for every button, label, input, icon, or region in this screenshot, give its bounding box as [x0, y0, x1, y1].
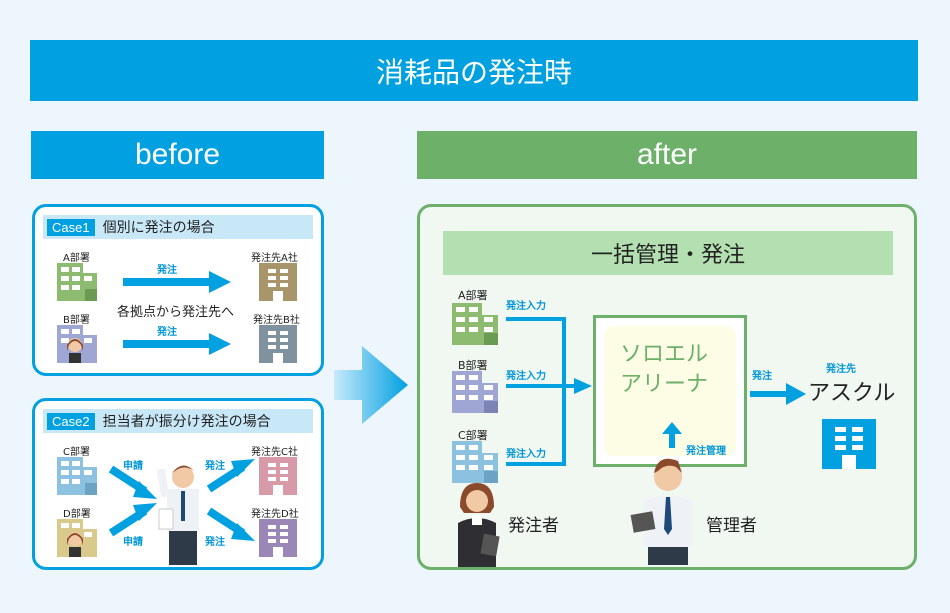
- system-name-line1: ソロエル: [620, 342, 709, 367]
- case1-title-bar: Case1 個別に発注の場合: [43, 215, 313, 239]
- supplier-caption: 発注先: [826, 364, 856, 375]
- order-label: 発注: [752, 371, 772, 382]
- dept-c-label: C部署: [63, 447, 90, 458]
- orderer-person-icon: [458, 483, 500, 567]
- input-flow-connector: [506, 317, 592, 466]
- arrow-right-icon: [123, 271, 231, 293]
- person-confused-icon: [156, 465, 199, 565]
- case1-tag: Case1: [47, 218, 95, 236]
- before-header: before: [31, 131, 324, 179]
- supplier-a-label: 発注先A社: [251, 253, 298, 264]
- after-dept-a-label: A部署: [458, 289, 488, 302]
- request-label-2: 申請: [123, 537, 143, 548]
- building-icon-violet: [259, 519, 297, 557]
- case2-panel: Case2 担当者が振分け発注の場合 C部署 D部署 申請 申請 発注 発注 発…: [32, 398, 324, 570]
- after-header: after: [417, 131, 917, 179]
- building-icon-lightblue: [452, 441, 498, 483]
- order-label-2: 発注: [157, 327, 177, 338]
- building-icon-lightblue: [57, 457, 97, 495]
- case1-title: 個別に発注の場合: [102, 220, 215, 236]
- manage-label: 発注管理: [686, 446, 726, 457]
- case2-title: 担当者が振分け発注の場合: [102, 414, 271, 430]
- building-icon-purple: [452, 371, 498, 413]
- building-icon-blue: [822, 419, 876, 469]
- supplier-d-label: 発注先D社: [251, 509, 299, 520]
- building-icon-gray: [259, 325, 297, 363]
- order-label-3: 発注: [205, 461, 225, 472]
- arrow-diagonal-down-icon: [207, 507, 255, 541]
- manager-person-icon: [630, 458, 692, 565]
- after-subtitle: 一括管理・発注: [443, 231, 893, 275]
- arrow-right-icon: [123, 333, 231, 355]
- dept-a-label: A部署: [63, 253, 90, 264]
- request-label-1: 申請: [123, 461, 143, 472]
- input-label-b: 発注入力: [506, 371, 546, 382]
- before-to-after-arrow-icon: [334, 346, 408, 424]
- page-title: 消耗品の発注時: [30, 40, 918, 101]
- supplier-b-label: 発注先B社: [253, 315, 300, 326]
- supplier-c-label: 発注先C社: [251, 447, 298, 458]
- after-panel: 一括管理・発注 A部署 B部署 C部署 発注入力 発注入力 発注入力 ソロエル …: [417, 204, 917, 570]
- input-label-a: 発注入力: [506, 301, 546, 312]
- order-label-1: 発注: [157, 265, 177, 276]
- supplier-name: アスクル: [808, 381, 896, 406]
- arrow-diagonal-up-icon: [109, 503, 157, 537]
- system-name: ソロエル アリーナ: [620, 340, 708, 400]
- system-name-line2: アリーナ: [620, 372, 709, 397]
- system-inner: ソロエル アリーナ 発注管理: [604, 326, 736, 457]
- case1-panel: Case1 個別に発注の場合 A部署 発注 発注先A社 各拠点から発注先へ B部…: [32, 204, 324, 376]
- building-icon-green: [452, 303, 498, 345]
- building-icon-purple: [57, 325, 97, 363]
- arrow-up-icon: [662, 422, 682, 448]
- building-icon-yellow: [57, 519, 97, 557]
- arrow-right-icon: [750, 383, 806, 405]
- case2-title-bar: Case2 担当者が振分け発注の場合: [43, 409, 313, 433]
- input-label-c: 発注入力: [506, 449, 546, 460]
- dept-b-label: B部署: [63, 315, 90, 326]
- building-icon-green: [57, 263, 97, 301]
- after-dept-b-label: B部署: [458, 359, 488, 372]
- system-box: ソロエル アリーナ 発注管理: [593, 315, 747, 467]
- order-label-4: 発注: [205, 537, 225, 548]
- building-icon-brown: [259, 263, 297, 301]
- dept-d-label: D部署: [63, 509, 91, 520]
- after-dept-c-label: C部署: [458, 429, 488, 442]
- arrow-diagonal-up-icon: [207, 459, 255, 493]
- orderer-label: 発注者: [508, 516, 559, 536]
- arrow-diagonal-down-icon: [109, 465, 157, 499]
- building-icon-pink: [259, 457, 297, 495]
- center-text: 各拠点から発注先へ: [117, 305, 235, 320]
- case2-tag: Case2: [47, 412, 95, 430]
- manager-label: 管理者: [706, 516, 757, 536]
